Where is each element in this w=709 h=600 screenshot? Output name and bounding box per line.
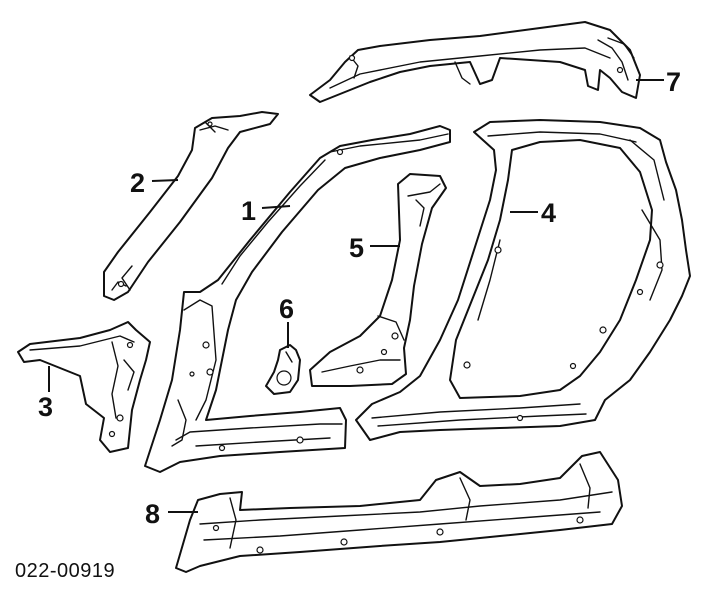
callout-6: 6 (279, 294, 294, 324)
part-4-body-side-aperture (355, 119, 691, 441)
part-6-small-bracket (265, 344, 301, 395)
part-1-front-pillar-outer (144, 125, 451, 473)
callout-4: 4 (541, 198, 556, 228)
part-8-rocker-sill (175, 451, 623, 573)
part-7-roof-rail (309, 21, 641, 103)
drawing-number: 022-00919 (15, 560, 115, 582)
callout-7: 7 (666, 67, 681, 97)
callout-1: 1 (241, 196, 256, 226)
leader-1 (261, 205, 291, 209)
leader-lines (48, 79, 664, 513)
part-5-b-pillar-reinforcement (309, 173, 447, 387)
part-2-a-pillar-upper (103, 111, 279, 301)
callout-5: 5 (349, 233, 364, 263)
callout-8: 8 (145, 499, 160, 529)
part-3-cowl-side-bracket (17, 321, 151, 453)
callout-2: 2 (130, 168, 145, 198)
callout-3: 3 (38, 392, 53, 422)
leader-2 (151, 179, 179, 182)
